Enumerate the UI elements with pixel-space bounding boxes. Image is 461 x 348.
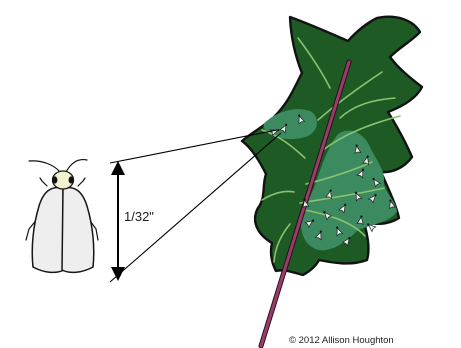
oak-leaf [242, 17, 422, 275]
enlarged-whitefly [26, 160, 98, 273]
copyright-notice: © 2012 Allison Houghton [289, 335, 394, 346]
left-eye-icon [53, 176, 58, 183]
right-wing [62, 188, 94, 273]
size-indicator: 1/32" [118, 168, 154, 274]
size-label: 1/32" [124, 209, 154, 224]
right-eye-icon [69, 176, 74, 183]
callout-line-bottom [110, 133, 281, 282]
left-wing [32, 188, 64, 273]
antennae [29, 160, 87, 172]
